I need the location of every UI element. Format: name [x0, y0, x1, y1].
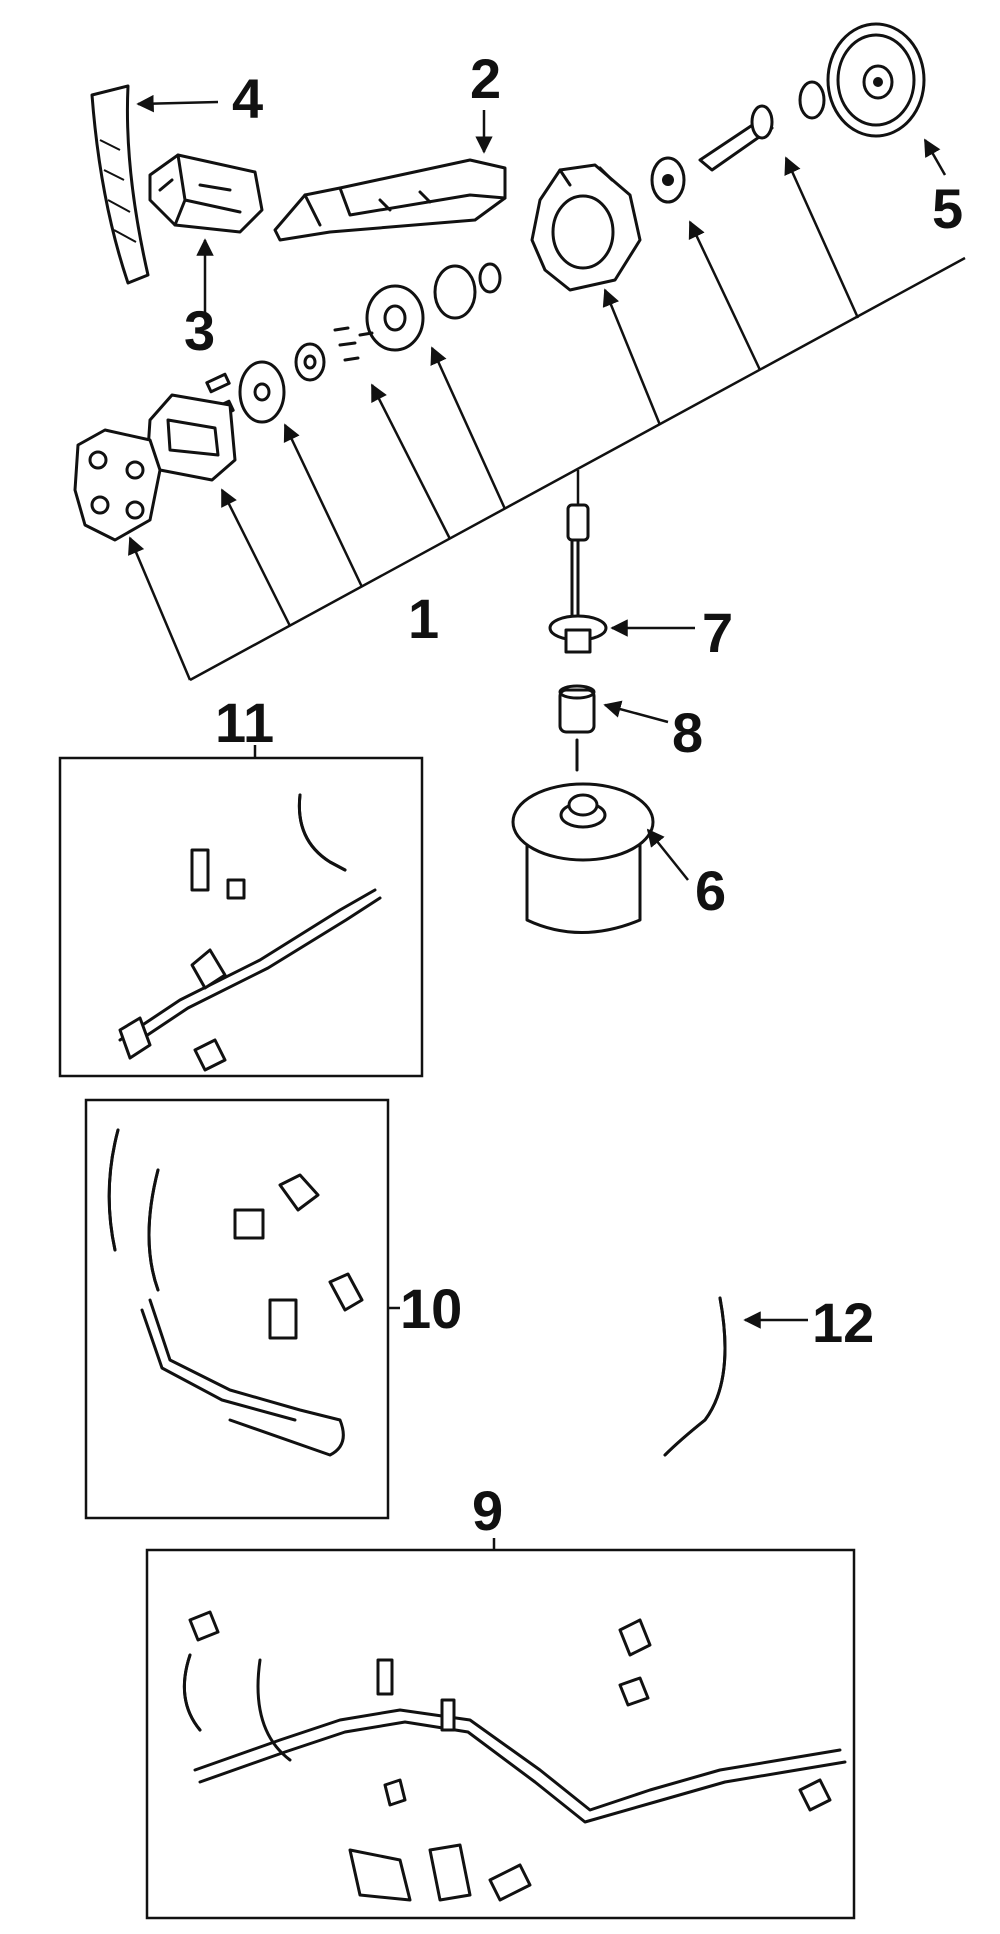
- callout-9: 9: [472, 1479, 503, 1542]
- callout-8: 8: [672, 701, 703, 764]
- part-4-belt-guard: [90, 84, 219, 285]
- callout-6: 6: [695, 859, 726, 922]
- part-3-bracket: [148, 153, 264, 315]
- part-11-hose-kit: [58, 745, 424, 1078]
- part-9-hose-kit: [145, 1538, 856, 1920]
- part-1-pump-assembly: [73, 80, 966, 682]
- callout-12: 12: [812, 1291, 874, 1354]
- callout-5: 5: [932, 177, 963, 240]
- part-6-reservoir: [511, 782, 689, 934]
- callout-10: 10: [400, 1277, 462, 1340]
- callout-7: 7: [702, 601, 733, 664]
- callout-2: 2: [470, 47, 501, 110]
- callout-1: 1: [408, 587, 439, 650]
- part-10-hose-kit: [84, 1098, 400, 1520]
- part-5-pulley: [826, 22, 947, 176]
- part-12-hose: [663, 1296, 808, 1457]
- callout-3: 3: [184, 299, 215, 362]
- callout-4: 4: [232, 67, 263, 130]
- part-8-filter: [558, 684, 669, 772]
- callout-11: 11: [215, 691, 274, 754]
- part-7-cap-dipstick: [548, 470, 695, 654]
- part-2-long-bracket: [273, 110, 507, 242]
